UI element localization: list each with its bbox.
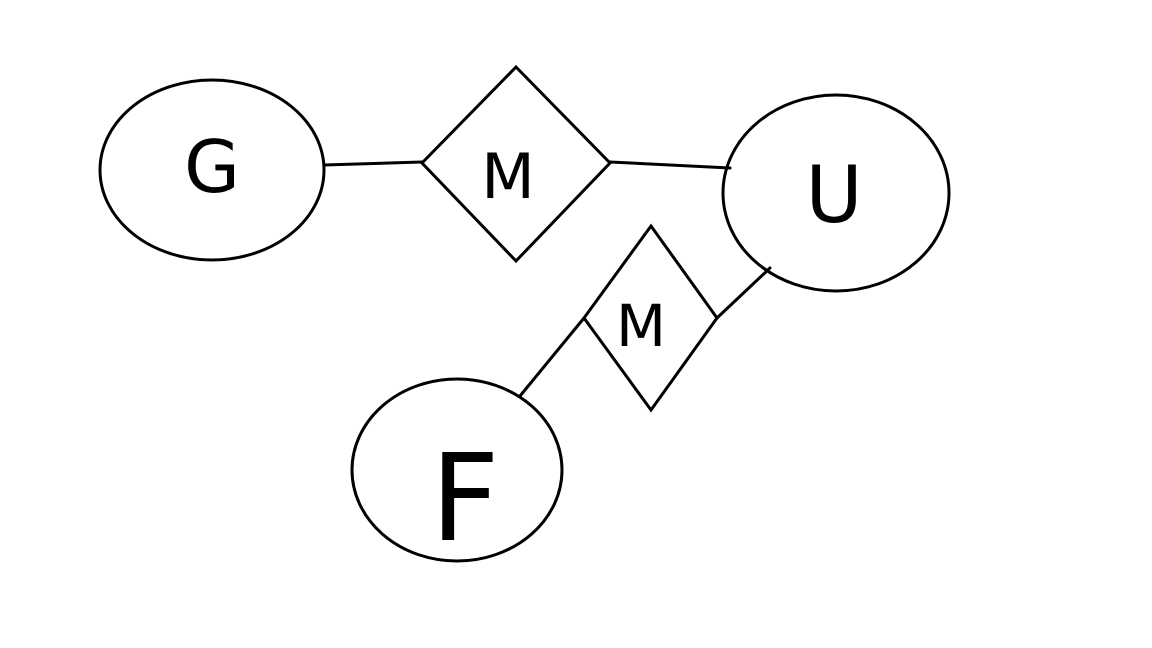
relationship-m-top-label: M <box>481 140 535 213</box>
edge-m1-u <box>608 160 732 170</box>
edge-u-m2 <box>715 266 772 320</box>
entity-u-label: U <box>805 151 862 241</box>
relationship-m-bottom-label: M <box>616 292 666 360</box>
entity-u: U <box>721 93 951 293</box>
relationship-m-top: M <box>419 64 613 264</box>
entity-g: G <box>98 78 326 262</box>
relationship-m-bottom: M <box>582 223 719 413</box>
entity-g-label: G <box>184 125 240 209</box>
edge-m2-f <box>518 316 586 398</box>
entity-f-label: F <box>430 430 499 569</box>
edge-g-m1 <box>322 160 424 167</box>
entity-f: F <box>350 377 564 569</box>
